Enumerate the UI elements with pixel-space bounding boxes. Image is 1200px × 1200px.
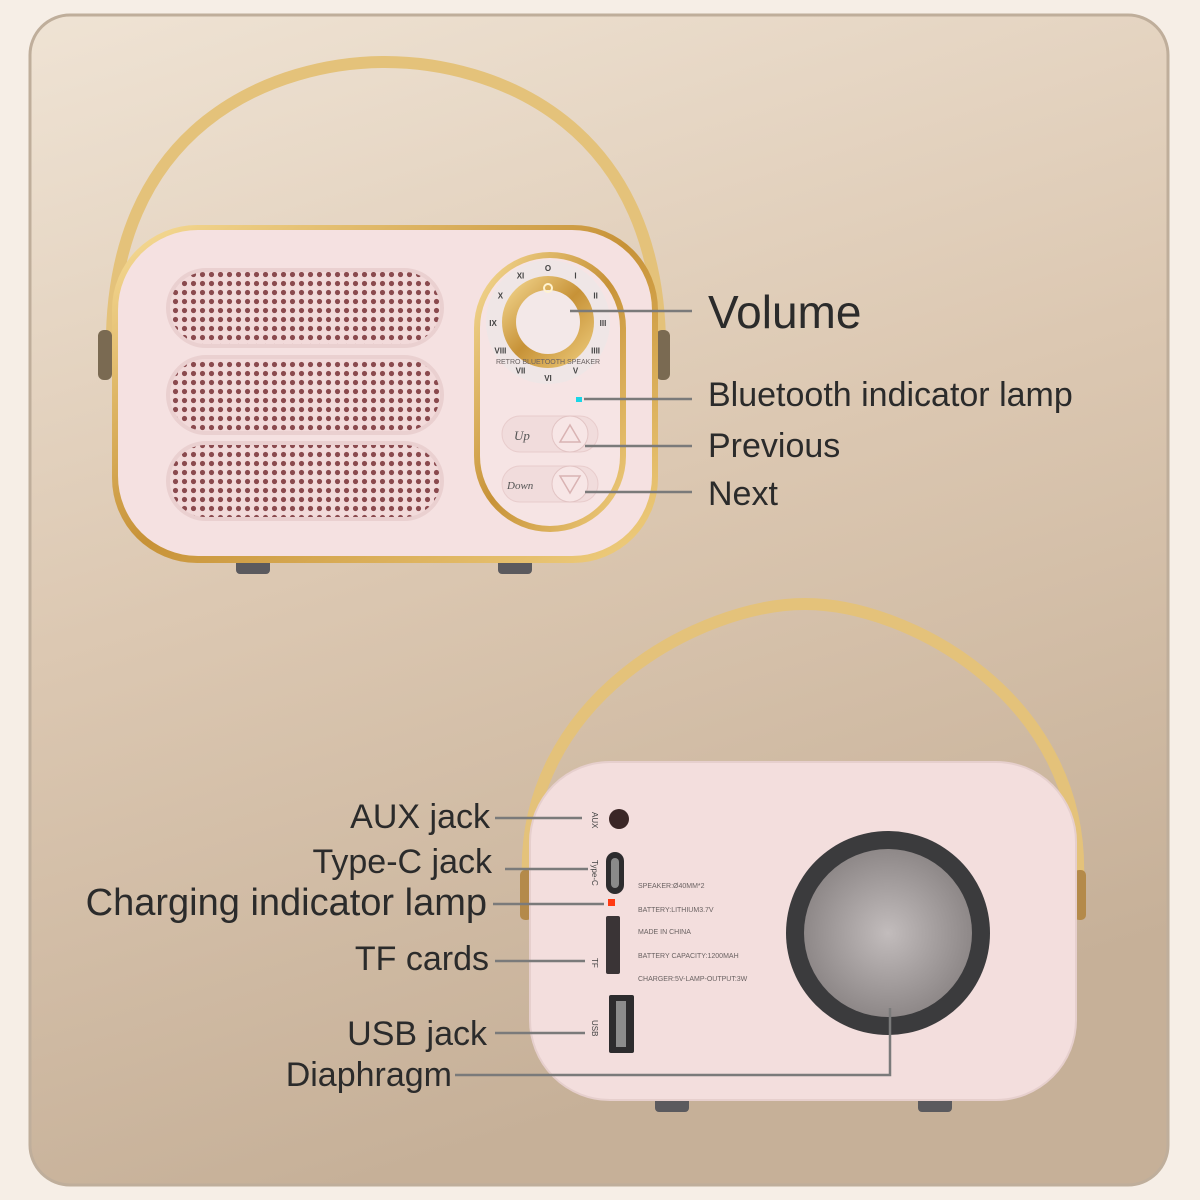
- diaphragm-label: Diaphragm: [286, 1056, 452, 1094]
- down-label: Down: [506, 480, 534, 492]
- dial-numeral: IIII: [591, 347, 600, 356]
- handle: [105, 55, 667, 361]
- typec-port-label: Type-C: [590, 860, 599, 886]
- spec-line: BATTERY:LITHIUM3.7V: [638, 907, 714, 914]
- charging-indicator-lamp: [608, 899, 615, 906]
- dial-numeral: X: [498, 292, 504, 301]
- dial-numeral: V: [573, 367, 579, 376]
- back-speaker: AUX Type-C TF USB SPEAKER:Ø40MM*2 BATTER…: [520, 597, 1086, 1112]
- triangle-up-icon: [558, 423, 582, 443]
- dial-numeral: IX: [489, 319, 497, 328]
- triangle-down-icon: [558, 475, 582, 495]
- dial-numeral: VIII: [494, 347, 506, 356]
- typec-jack-label: Type-C jack: [313, 843, 493, 881]
- speaker-grille: [166, 441, 444, 521]
- handle: [521, 597, 1085, 881]
- dial-numeral: VII: [516, 367, 526, 376]
- speaker-grille: [166, 355, 444, 435]
- dial-numeral: VI: [544, 374, 552, 383]
- usb-jack-label: USB jack: [347, 1015, 488, 1053]
- dial-numeral: II: [593, 292, 597, 301]
- spec-line: SPEAKER:Ø40MM*2: [638, 883, 705, 890]
- spec-line: MADE IN CHINA: [638, 929, 691, 936]
- aux-port-label: AUX: [590, 812, 599, 829]
- bluetooth-lamp-label: Bluetooth indicator lamp: [708, 376, 1073, 414]
- next-label: Next: [708, 475, 778, 513]
- previous-button[interactable]: [551, 415, 589, 453]
- dial-numeral: XI: [517, 271, 525, 280]
- bluetooth-indicator-lamp: [576, 397, 582, 402]
- tf-card-slot[interactable]: [606, 916, 620, 974]
- speaker-grille: [166, 268, 444, 348]
- diaphragm: [804, 849, 972, 1017]
- dial-numeral: I: [574, 271, 576, 280]
- dial-numeral: III: [600, 319, 607, 328]
- charging-lamp-label: Charging indicator lamp: [86, 882, 487, 924]
- dial-numeral: O: [545, 264, 551, 273]
- next-button[interactable]: [551, 465, 589, 503]
- spec-line: CHARGER:5V-LAMP-OUTPUT:3W: [638, 976, 748, 983]
- aux-jack[interactable]: [609, 809, 629, 829]
- spec-line: BATTERY CAPACITY:1200MAH: [638, 953, 739, 960]
- usb-port-label: USB: [590, 1020, 599, 1036]
- up-label: Up: [514, 428, 530, 443]
- previous-label: Previous: [708, 427, 840, 465]
- tf-port-label: TF: [590, 958, 599, 968]
- volume-label: Volume: [708, 286, 861, 338]
- knob-text: RETRO BLUETOOTH SPEAKER: [496, 359, 600, 366]
- tf-cards-label: TF cards: [355, 940, 489, 978]
- aux-jack-label: AUX jack: [350, 798, 491, 836]
